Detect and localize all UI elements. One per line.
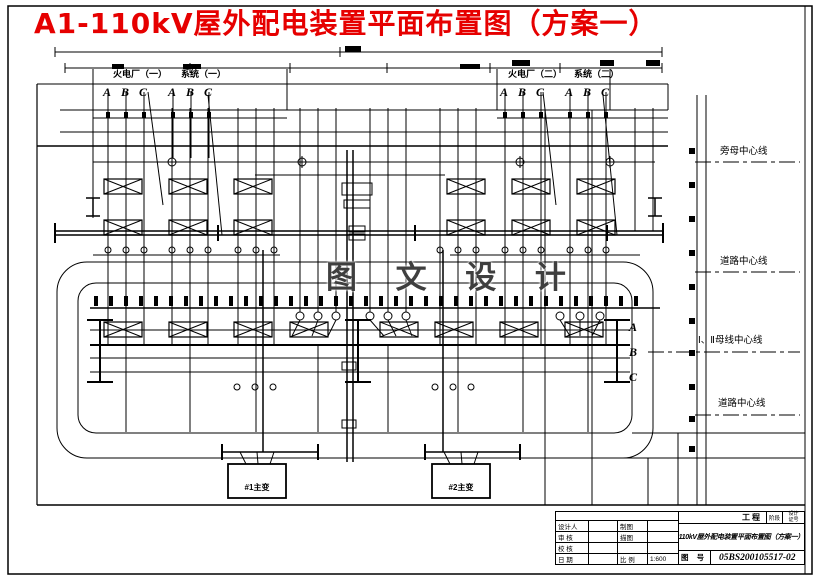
- yard-phase-a-label: A: [629, 320, 638, 334]
- phase-a-label: A: [103, 85, 112, 99]
- row-label: 设计人: [556, 521, 589, 531]
- phase-a-label: A: [565, 85, 574, 99]
- road-centerline-lower-label: 道路中心线: [718, 398, 766, 409]
- row-value: [589, 521, 618, 531]
- drawing-number-label: 图 号: [679, 551, 711, 564]
- phase-a-label: A: [500, 85, 509, 99]
- group-label-plant-1: 火电厂（一）: [113, 69, 168, 79]
- title-block-row: 日 期 比 例 1:600: [556, 554, 678, 564]
- row-mid-label: 描图: [618, 532, 648, 542]
- row-value: [589, 532, 618, 542]
- bus-centerline-label: Ⅰ、Ⅱ母线中心线: [698, 335, 763, 346]
- phase-a-label: A: [168, 85, 177, 99]
- phase-c-label: C: [601, 85, 610, 99]
- phase-c-label: C: [139, 85, 148, 99]
- project-label: 工程: [742, 513, 762, 522]
- drawing-title: 110kV屋外配电装置平面布置图（方案一）: [678, 524, 804, 551]
- bypass-bus-centerline-label: 旁母中心线: [720, 146, 768, 157]
- row-mid-value: [648, 521, 678, 531]
- scale-label: 比 例: [618, 554, 648, 564]
- row-label: 日 期: [556, 554, 589, 564]
- phase-b-label: B: [121, 85, 130, 99]
- road-centerline-upper-label: 道路中心线: [720, 256, 768, 267]
- transformer-2-label: #2主变: [448, 483, 474, 492]
- phase-b-label: B: [186, 85, 195, 99]
- row-value: [589, 554, 618, 564]
- row-mid-value: [648, 543, 678, 553]
- cert-line-1: 设计: [788, 511, 799, 517]
- row-label: 审 核: [556, 532, 589, 542]
- row-value: [589, 543, 618, 553]
- title-block-header: 工程 阶段 设计 证号: [678, 511, 804, 524]
- group-label-system-2: 系统（二）: [574, 69, 620, 79]
- title-block-row: 审 核 描图: [556, 532, 678, 543]
- drawing-number: 05BS200105517-02: [719, 552, 796, 563]
- title-block-main: 工程 阶段 设计 证号 110kV屋外配电装置平面布置图（方案一） 图 号 05…: [678, 511, 804, 564]
- transformer-1-label: #1主变: [244, 483, 270, 492]
- row-label: 校 核: [556, 543, 589, 553]
- title-block-signature-table: 设计人 制图 审 核 描图 校 核 日 期 比 例 1:60: [556, 512, 679, 564]
- cert-line-2: 证号: [788, 516, 799, 523]
- row-mid-value: [648, 532, 678, 542]
- yard-phase-c-label: C: [629, 370, 638, 384]
- group-label-system-1: 系统（一）: [181, 69, 227, 79]
- title-block: 设计人 制图 审 核 描图 校 核 日 期 比 例 1:60: [555, 511, 805, 565]
- phase-c-label: C: [204, 85, 213, 99]
- yard-phase-b-label: B: [629, 345, 638, 359]
- phase-c-label: C: [536, 85, 545, 99]
- title-block-row: 校 核: [556, 543, 678, 554]
- stage-label: 阶段: [766, 512, 782, 523]
- page-title: A1-110kV屋外配电装置平面布置图（方案一）: [34, 7, 658, 40]
- phase-b-label: B: [583, 85, 592, 99]
- row-mid-label: [618, 543, 648, 553]
- phase-b-label: B: [518, 85, 527, 99]
- scale-value: 1:600: [650, 555, 667, 563]
- title-block-empty-cell: [556, 512, 678, 521]
- row-mid-label: 制图: [618, 521, 648, 531]
- drawing-number-row: 图 号 05BS200105517-02: [679, 551, 804, 564]
- group-label-plant-2: 火电厂（二）: [508, 69, 563, 79]
- watermark-text: 图 文 设 计: [326, 260, 581, 295]
- cert-cell: 设计 证号: [782, 511, 804, 523]
- title-block-row: 设计人 制图: [556, 521, 678, 532]
